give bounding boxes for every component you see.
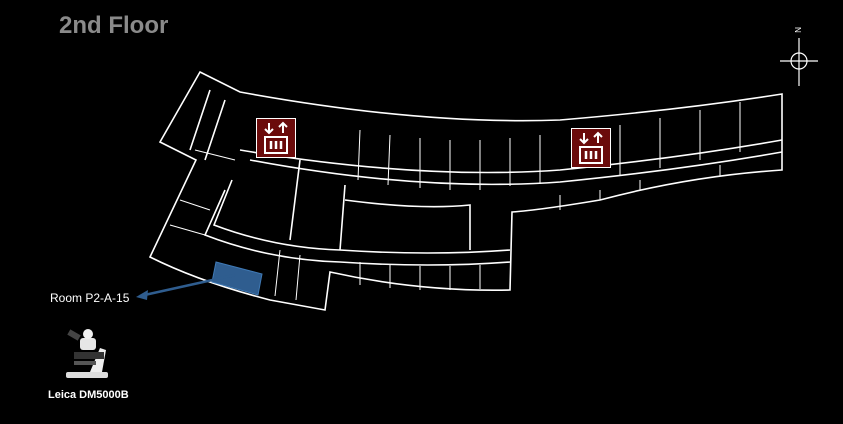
building-outline — [148, 70, 783, 311]
elevator-icon — [571, 128, 611, 168]
microscope-icon — [66, 329, 108, 378]
instrument-label: Leica DM5000B — [48, 389, 129, 401]
floor-title: 2nd Floor — [59, 12, 169, 39]
elevator-icon — [256, 118, 296, 158]
pointer-arrow — [139, 273, 236, 298]
room-p2-a-15-highlight — [211, 261, 263, 296]
room-label: Room P2-A-15 — [50, 291, 130, 305]
north-label: N — [793, 27, 802, 33]
compass-icon: N — [780, 27, 818, 86]
